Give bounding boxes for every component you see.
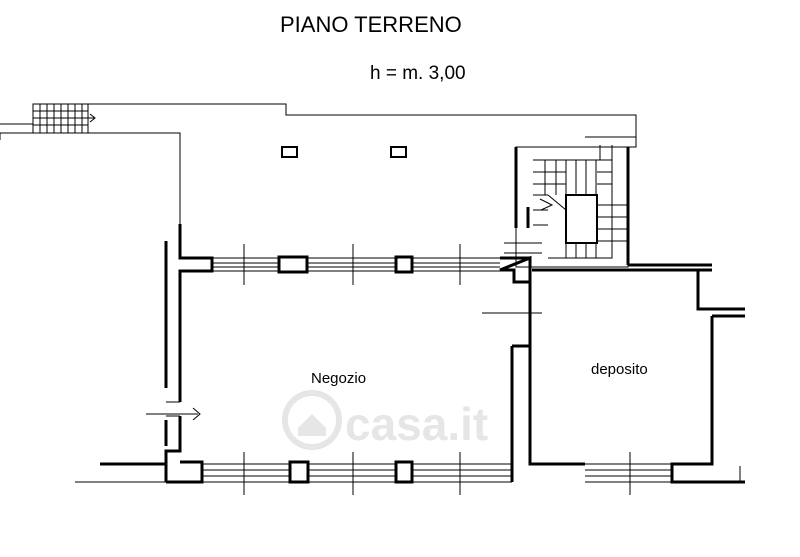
- watermark: casa.it: [282, 390, 488, 450]
- stairwell-door: [482, 242, 542, 314]
- room-label-negozio: Negozio: [311, 370, 366, 387]
- entrance-door: [146, 401, 201, 421]
- pillar-top-1: [277, 255, 309, 274]
- watermark-text: casa.it: [345, 398, 488, 450]
- pillar-top-2: [394, 255, 414, 274]
- exterior-stair: [32, 103, 96, 134]
- height-note: h = m. 3,00: [370, 63, 466, 84]
- plan-title: PIANO TERRENO: [280, 12, 462, 37]
- room-label-deposito: deposito: [591, 361, 648, 378]
- pillar-bottom-2: [394, 460, 414, 484]
- stairwell: [515, 145, 629, 268]
- stairwell-walls: [514, 147, 712, 272]
- window-wall-top: [212, 244, 500, 285]
- watermark-logo-icon: [282, 390, 342, 450]
- watermark-house-icon: [298, 414, 326, 436]
- entrance-arrow-icon: [192, 407, 201, 421]
- terrace-opening-right: [390, 146, 407, 158]
- window-wall-bottom: [202, 452, 741, 495]
- pillar-bottom-1: [288, 460, 310, 484]
- terrace-opening-left: [281, 146, 298, 158]
- exterior-outline: [0, 103, 637, 483]
